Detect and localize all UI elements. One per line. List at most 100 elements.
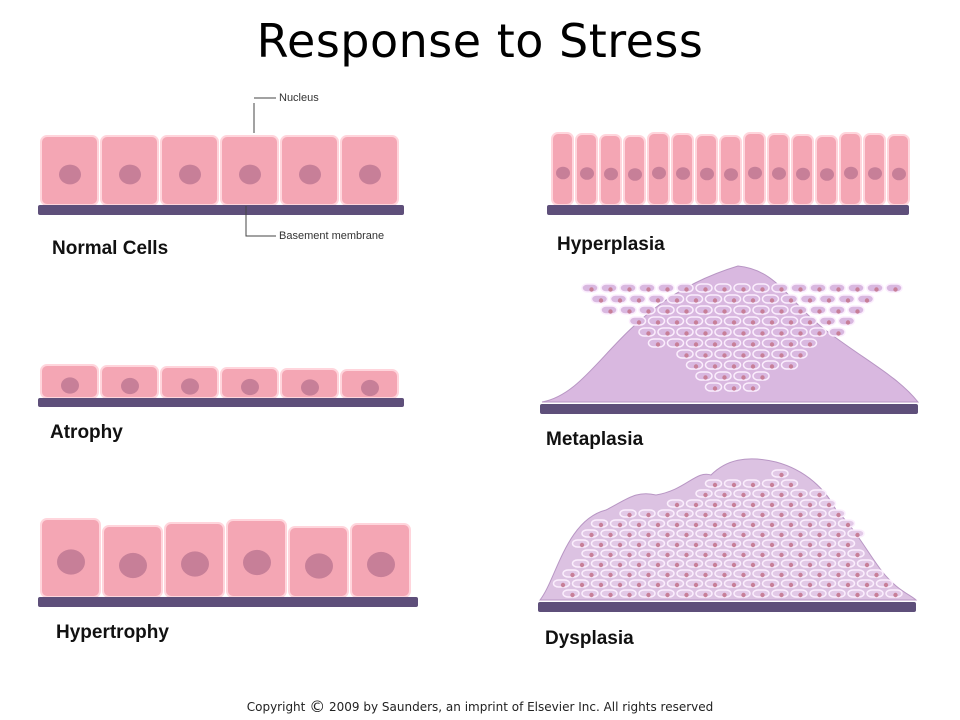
cell-nucleus <box>789 342 793 346</box>
hyperplasia-illustration <box>545 125 915 220</box>
cell-nucleus <box>713 523 717 527</box>
cell-nucleus <box>684 573 688 577</box>
cell-nucleus <box>836 309 840 313</box>
cell-nucleus <box>722 553 726 557</box>
cell-nucleus <box>732 543 736 547</box>
cell-nucleus <box>713 364 717 368</box>
cell-nucleus <box>798 553 802 557</box>
cell-nucleus <box>741 553 745 557</box>
metaplasia-label: Metaplasia <box>546 429 643 451</box>
normal-cells-label: Normal Cells <box>52 238 168 260</box>
cell-nucleus <box>770 320 774 324</box>
cell-nucleus <box>119 553 147 578</box>
atrophy-illustration <box>36 355 421 415</box>
cell-nucleus <box>751 503 755 507</box>
cell-nucleus <box>722 533 726 537</box>
cell-nucleus <box>684 331 688 335</box>
cell-nucleus <box>646 553 650 557</box>
cell-nucleus <box>627 573 631 577</box>
cell-nucleus <box>846 320 850 324</box>
cell-nucleus <box>798 493 802 497</box>
cell-nucleus <box>817 593 821 597</box>
metaplasia-illustration <box>538 262 923 422</box>
cell-nucleus <box>694 543 698 547</box>
cell-nucleus <box>665 533 669 537</box>
cell-nucleus <box>893 287 897 291</box>
cell-nucleus <box>675 563 679 567</box>
cell-nucleus <box>760 593 764 597</box>
cell-nucleus <box>656 583 660 587</box>
cell-nucleus <box>808 342 812 346</box>
cell-nucleus <box>779 309 783 313</box>
cell-nucleus <box>868 167 882 180</box>
cell-nucleus <box>855 309 859 313</box>
cell-nucleus <box>121 378 139 394</box>
cell-nucleus <box>646 287 650 291</box>
cell-nucleus <box>684 309 688 313</box>
cell-nucleus <box>732 364 736 368</box>
cell-nucleus <box>760 287 764 291</box>
cell-nucleus <box>751 583 755 587</box>
cell-nucleus <box>820 168 834 181</box>
cell-nucleus <box>580 167 594 180</box>
cell-nucleus <box>703 533 707 537</box>
cell-nucleus <box>646 513 650 517</box>
copyright-symbol: © <box>309 697 325 716</box>
cell-nucleus <box>656 563 660 567</box>
cell-nucleus <box>675 543 679 547</box>
cell-nucleus <box>874 287 878 291</box>
cell-nucleus <box>722 513 726 517</box>
cell-nucleus <box>665 331 669 335</box>
cell-nucleus <box>789 320 793 324</box>
cell-nucleus <box>684 553 688 557</box>
cell-nucleus <box>817 309 821 313</box>
cell-nucleus <box>760 533 764 537</box>
cell-nucleus <box>732 298 736 302</box>
cell-nucleus <box>608 287 612 291</box>
cell-nucleus <box>646 533 650 537</box>
cell-nucleus <box>684 287 688 291</box>
basement-membrane <box>38 597 418 607</box>
cell-nucleus <box>855 573 859 577</box>
cell-nucleus <box>608 573 612 577</box>
cell-nucleus <box>846 563 850 567</box>
cell-nucleus <box>789 583 793 587</box>
cell-nucleus <box>618 523 622 527</box>
cell-nucleus <box>722 493 726 497</box>
cell-nucleus <box>798 353 802 357</box>
basement-membrane <box>547 205 909 215</box>
cell-nucleus <box>637 298 641 302</box>
cell-nucleus <box>741 593 745 597</box>
cell-nucleus <box>741 331 745 335</box>
cell-nucleus <box>789 483 793 487</box>
cell-nucleus <box>779 287 783 291</box>
cell-nucleus <box>665 553 669 557</box>
cell-nucleus <box>652 167 666 180</box>
cell-nucleus <box>599 523 603 527</box>
cell-nucleus <box>724 168 738 181</box>
basement-membrane <box>538 602 916 612</box>
basement-membrane-callout: Basement membrane <box>279 230 384 242</box>
dysplasia-label: Dysplasia <box>545 628 634 650</box>
cell-nucleus <box>694 563 698 567</box>
cell-nucleus <box>713 386 717 390</box>
cell-nucleus <box>770 583 774 587</box>
cell-nucleus <box>599 583 603 587</box>
cell-nucleus <box>675 523 679 527</box>
cell-nucleus <box>608 593 612 597</box>
cell-nucleus <box>637 563 641 567</box>
cell-nucleus <box>836 553 840 557</box>
cell-nucleus <box>703 375 707 379</box>
cell-nucleus <box>599 298 603 302</box>
cell-nucleus <box>827 543 831 547</box>
cell-nucleus <box>722 353 726 357</box>
cell-nucleus <box>637 583 641 587</box>
atrophy-label: Atrophy <box>50 422 123 444</box>
cell-nucleus <box>770 543 774 547</box>
cell-nucleus <box>570 593 574 597</box>
cell-nucleus <box>874 573 878 577</box>
cell-nucleus <box>684 533 688 537</box>
cell-nucleus <box>694 364 698 368</box>
cell-nucleus <box>580 563 584 567</box>
cell-nucleus <box>808 583 812 587</box>
